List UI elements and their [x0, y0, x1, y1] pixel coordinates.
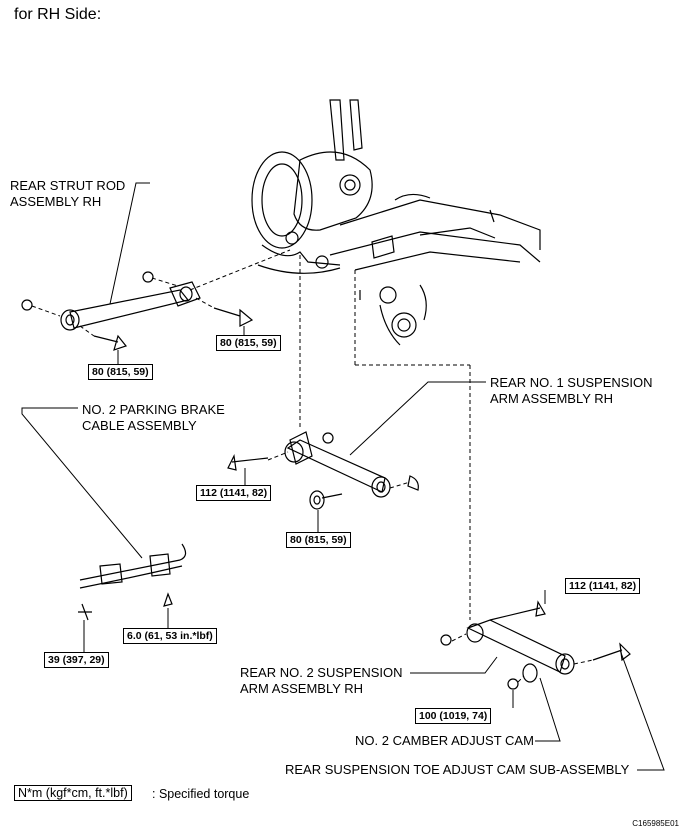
page-title: for RH Side: [14, 6, 102, 23]
torque-strut-rod-right: 80 (815, 59) [216, 335, 281, 351]
torque-legend-box: N*m (kgf*cm, ft.*lbf) [14, 785, 132, 801]
leader-lines [21, 182, 665, 771]
parking-cable [78, 543, 187, 621]
torque-legend-text: : Specified torque [152, 787, 250, 801]
torque-strut-rod-left: 80 (815, 59) [88, 364, 153, 380]
label-toe-adjust-cam: REAR SUSPENSION TOE ADJUST CAM SUB-ASSEM… [285, 762, 630, 777]
figure-code: C165985E01 [632, 819, 679, 828]
label-no2-parking-brake-cable: NO. 2 PARKING BRAKE CABLE ASSEMBLY [82, 402, 225, 433]
strut-rod [21, 271, 254, 351]
torque-no1-arm-washer: 80 (815, 59) [286, 532, 351, 548]
torque-no2-arm-bolt: 112 (1141, 82) [565, 578, 641, 594]
label-rear-strut-rod: REAR STRUT ROD ASSEMBLY RH [10, 178, 126, 209]
no2-arm [440, 600, 631, 690]
torque-no2-arm-nut: 100 (1019, 74) [415, 708, 492, 724]
torque-no1-arm-bolt: 112 (1141, 82) [196, 485, 272, 501]
torque-cable-bolt: 39 (397, 29) [44, 652, 109, 668]
label-rear-no1-suspension-arm: REAR NO. 1 SUSPENSION ARM ASSEMBLY RH [490, 375, 653, 406]
no1-arm [227, 431, 419, 510]
knuckle-assembly [251, 99, 373, 274]
torque-cable-nut: 6.0 (61, 53 in.*lbf) [123, 628, 217, 644]
label-no2-camber-adjust-cam: NO. 2 CAMBER ADJUST CAM [355, 733, 534, 748]
subframe [329, 193, 541, 346]
label-rear-no2-suspension-arm: REAR NO. 2 SUSPENSION ARM ASSEMBLY RH [240, 665, 403, 696]
